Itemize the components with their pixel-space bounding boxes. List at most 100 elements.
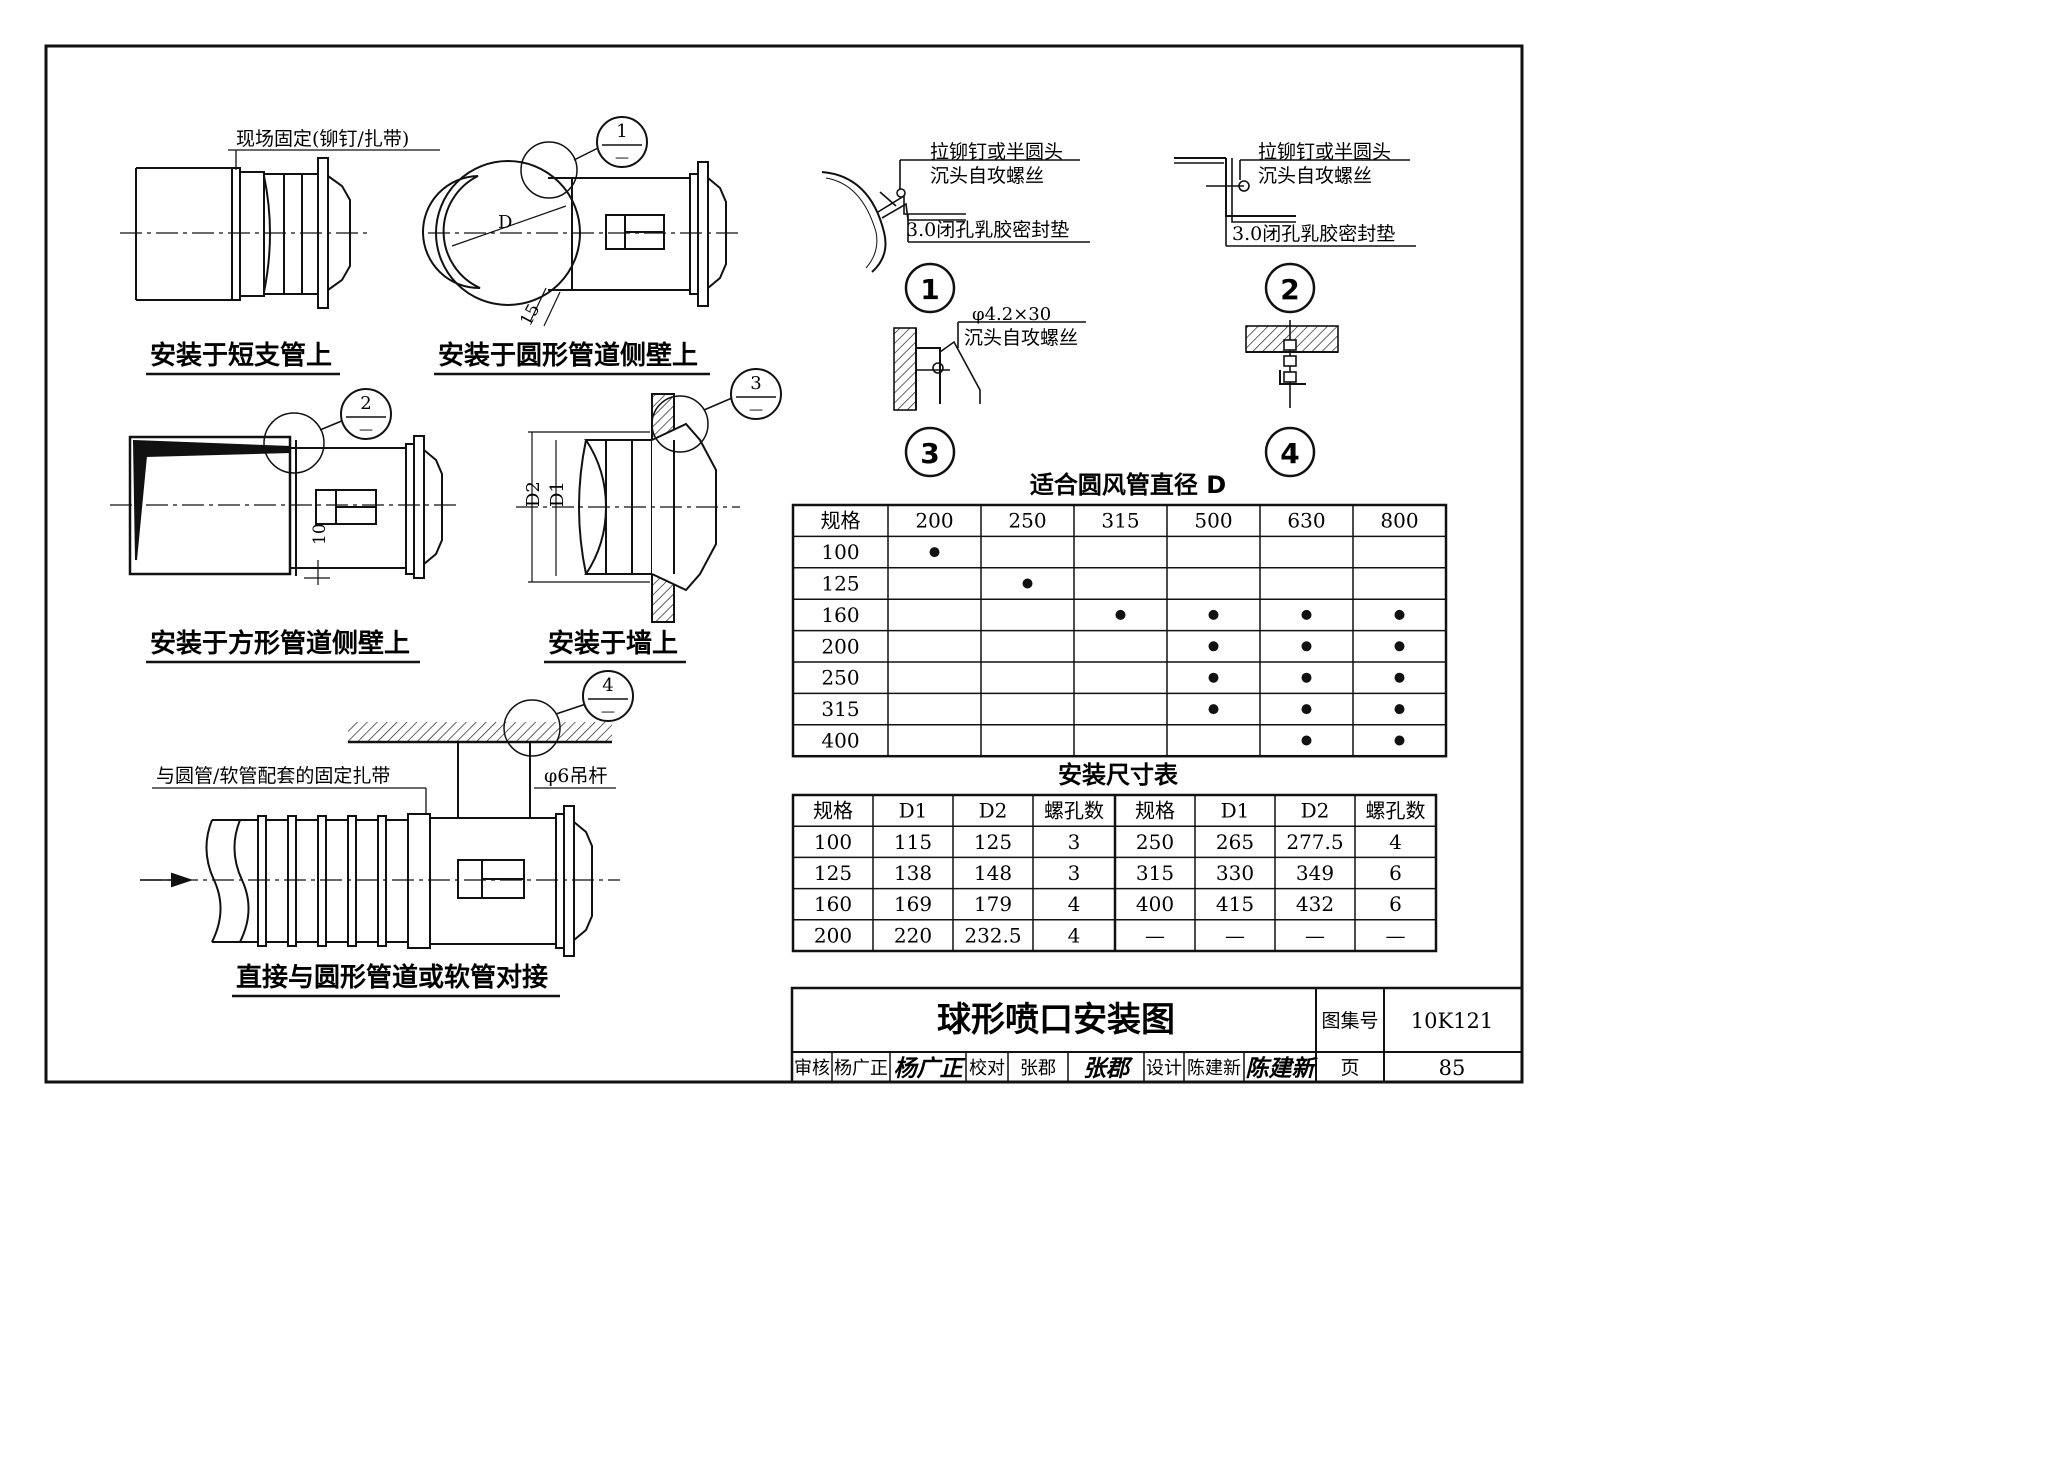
- caption-square-duct: 安装于方形管道侧壁上: [150, 628, 410, 659]
- detail-2-drawing: [1174, 157, 1416, 247]
- suit-table-dot: [1208, 609, 1219, 620]
- size-table-header-cell: 螺孔数: [1044, 799, 1104, 823]
- suit-table-header-cell: 800: [1380, 509, 1418, 533]
- sheet-border: [44, 44, 1524, 1084]
- label-gasket-1: 3.0闭孔乳胶密封垫: [906, 219, 1069, 241]
- svg-text:1: 1: [920, 273, 939, 306]
- callout-4: 4 —: [582, 670, 634, 722]
- figure-short-branch: [120, 149, 440, 309]
- suit-table-dot: [1394, 704, 1405, 715]
- size-table-cell: 432: [1296, 892, 1334, 916]
- suit-table-spec-cell: 100: [821, 540, 859, 564]
- label-d1: D1: [547, 481, 568, 507]
- suit-table-header-cell: 500: [1194, 509, 1232, 533]
- size-table-header-cell: 规格: [813, 799, 853, 823]
- size-table-cell: 265: [1216, 830, 1254, 854]
- size-table-header-cell: D2: [1301, 799, 1330, 823]
- size-table-header-cell: D1: [899, 799, 928, 823]
- size-table-cell: 6: [1389, 861, 1402, 885]
- size-table-cell: 277.5: [1286, 830, 1343, 854]
- size-table-cell: 100: [814, 830, 852, 854]
- page-label: 页: [1340, 1057, 1359, 1079]
- svg-text:—: —: [749, 402, 763, 418]
- design-label: 设计: [1146, 1058, 1182, 1079]
- size-table-cell: 330: [1216, 861, 1254, 885]
- designer-signature: 陈建新: [1246, 1055, 1319, 1082]
- designer-name: 陈建新: [1187, 1058, 1241, 1079]
- suit-table-dot: [1115, 609, 1126, 620]
- svg-text:—: —: [601, 704, 615, 720]
- label-site-fix: 现场固定(铆钉/扎带): [236, 128, 409, 150]
- size-table-cell: 4: [1068, 923, 1081, 947]
- size-table-cell: 4: [1068, 892, 1081, 916]
- suit-table-spec-cell: 200: [821, 634, 859, 658]
- size-table-cell: —: [1145, 923, 1165, 947]
- suit-table-spec-cell: 400: [821, 729, 859, 753]
- size-table-cell: 4: [1389, 830, 1402, 854]
- size-table-header-cell: D2: [979, 799, 1008, 823]
- size-table-cell: 315: [1136, 861, 1174, 885]
- svg-text:2: 2: [1280, 273, 1299, 306]
- size-table-cell: 6: [1389, 892, 1402, 916]
- suit-table-dot: [1208, 641, 1219, 652]
- checker-signature: 张郡: [1083, 1055, 1134, 1082]
- svg-text:3: 3: [750, 373, 761, 394]
- suit-table-dot: [1394, 672, 1405, 683]
- caption-short-branch: 安装于短支管上: [150, 341, 332, 371]
- size-table-cell: 125: [974, 830, 1012, 854]
- svg-text:3: 3: [920, 437, 939, 470]
- check-label: 校对: [969, 1058, 1005, 1079]
- svg-text:—: —: [359, 422, 373, 438]
- reviewer-name: 杨广正: [834, 1058, 888, 1079]
- size-table-cell: 169: [894, 892, 932, 916]
- label-d: D: [498, 212, 512, 233]
- suit-table-dot: [1301, 672, 1312, 683]
- suit-table-title: 适合圆风管直径 D: [1030, 471, 1226, 499]
- drawing-sheet: 现场固定(铆钉/扎带) D 15 1 — 安装于短支管上 安装于圆形管道侧壁上: [44, 44, 1524, 1084]
- detail-1-marker: 1: [904, 262, 956, 314]
- suit-table-header-cell: 250: [1008, 509, 1046, 533]
- checker-name: 张郡: [1020, 1058, 1056, 1079]
- suit-table-dot: [1394, 735, 1405, 746]
- atlas-number: 10K121: [1411, 1009, 1494, 1033]
- label-screw-size: φ4.2×30: [972, 304, 1051, 325]
- suit-table-dot: [929, 547, 940, 558]
- size-table-cell: 125: [814, 861, 852, 885]
- svg-text:—: —: [615, 150, 629, 166]
- svg-text:1: 1: [616, 121, 627, 142]
- size-table-cell: 138: [894, 861, 932, 885]
- label-screw-2: 沉头自攻螺丝: [1258, 165, 1372, 187]
- label-screw-1: 沉头自攻螺丝: [930, 165, 1044, 187]
- caption-wall: 安装于墙上: [548, 629, 678, 659]
- suit-table-spec-cell: 125: [821, 572, 859, 596]
- review-label: 审核: [794, 1058, 830, 1079]
- detail-4-marker: 4: [1264, 426, 1316, 478]
- label-dim15: 15: [517, 301, 545, 329]
- callout-1: 1 —: [596, 116, 648, 168]
- suit-table-dot: [1394, 641, 1405, 652]
- size-table-cell: 200: [814, 923, 852, 947]
- figure-wall: [516, 393, 740, 623]
- size-table-cell: 220: [894, 923, 932, 947]
- label-screw-3: 沉头自攻螺丝: [964, 327, 1078, 349]
- atlas-label: 图集号: [1321, 1010, 1378, 1032]
- suit-table-spec-cell: 160: [821, 603, 859, 627]
- callout-2: 2 —: [340, 388, 392, 440]
- suit-table-header-cell: 630: [1287, 509, 1325, 533]
- size-table-title: 安装尺寸表: [1058, 761, 1179, 789]
- svg-text:2: 2: [360, 393, 371, 414]
- suit-table-dot: [1394, 609, 1405, 620]
- size-table-cell: 400: [1136, 892, 1174, 916]
- size-table-header-cell: D1: [1221, 799, 1250, 823]
- size-table-cell: 179: [974, 892, 1012, 916]
- detail-1-drawing: [821, 159, 1090, 273]
- detail-2-marker: 2: [1264, 262, 1316, 314]
- label-band: 与圆管/软管配套的固定扎带: [156, 765, 390, 787]
- size-table-cell: 148: [974, 861, 1012, 885]
- suit-table-header-cell: 200: [915, 509, 953, 533]
- size-table-cell: —: [1225, 923, 1245, 947]
- size-table-cell: —: [1386, 923, 1406, 947]
- size-table-cell: 115: [894, 830, 932, 854]
- label-rivet-2: 拉铆钉或半圆头: [1258, 141, 1391, 163]
- suit-table-dot: [1022, 578, 1033, 589]
